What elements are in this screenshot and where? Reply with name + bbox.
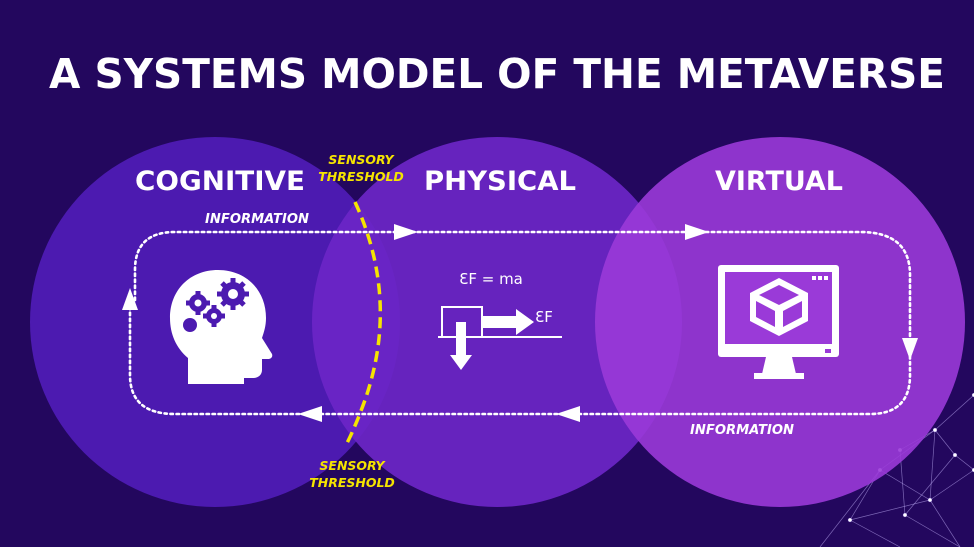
sensory-threshold-label-top-line2: THRESHOLD bbox=[318, 169, 404, 184]
flow-arrow-bottom-2 bbox=[298, 406, 322, 422]
force-arrow-label: ƐF bbox=[535, 308, 553, 326]
head-with-gears-icon bbox=[170, 270, 273, 384]
flow-arrow-top-2 bbox=[685, 224, 709, 240]
sensory-threshold-label-top-line1: SENSORY bbox=[328, 152, 395, 167]
virtual-label: VIRTUAL bbox=[715, 166, 843, 197]
force-formula: ƐF = ma bbox=[459, 270, 523, 288]
flow-arrow-left-up bbox=[122, 288, 138, 310]
information-label-top: INFORMATION bbox=[205, 212, 309, 227]
physical-label: PHYSICAL bbox=[424, 166, 576, 197]
information-label-bottom: INFORMATION bbox=[690, 423, 794, 438]
flow-arrow-bottom-1 bbox=[556, 406, 580, 422]
flow-arrow-top-1 bbox=[394, 224, 418, 240]
cognitive-label: COGNITIVE bbox=[135, 166, 305, 197]
flow-arrow-right-down bbox=[902, 338, 918, 360]
force-diagram: ƐF = ma ƐF bbox=[438, 270, 562, 370]
sensory-threshold-label-bottom-line2: THRESHOLD bbox=[309, 475, 395, 490]
gravity-arrow bbox=[450, 322, 472, 370]
monitor-with-cube-icon bbox=[718, 265, 839, 379]
force-arrow bbox=[482, 309, 534, 335]
sensory-threshold-label-bottom-line1: SENSORY bbox=[319, 458, 386, 473]
information-flow-loop bbox=[128, 230, 912, 416]
page-title: A SYSTEMS MODEL OF THE METAVERSE bbox=[49, 50, 945, 98]
